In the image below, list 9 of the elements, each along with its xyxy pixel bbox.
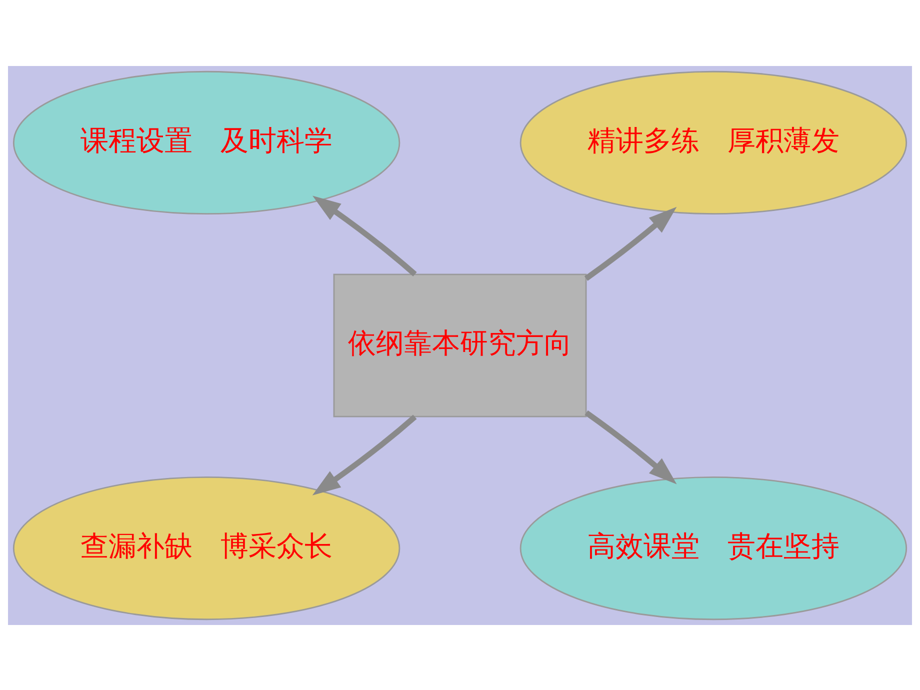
- arrow: [312, 195, 417, 276]
- arrow: [584, 206, 677, 280]
- node-box: 依纲靠本研究方向: [333, 273, 587, 417]
- node-ellipse: 精讲多练 厚积薄发: [520, 70, 908, 214]
- node-ellipse: 查漏补缺 博采众长: [12, 476, 400, 620]
- node-ellipse: 课程设置 及时科学: [12, 70, 400, 214]
- arrow: [312, 414, 417, 495]
- arrow: [584, 410, 677, 484]
- node-ellipse: 高效课堂 贵在坚持: [520, 476, 908, 620]
